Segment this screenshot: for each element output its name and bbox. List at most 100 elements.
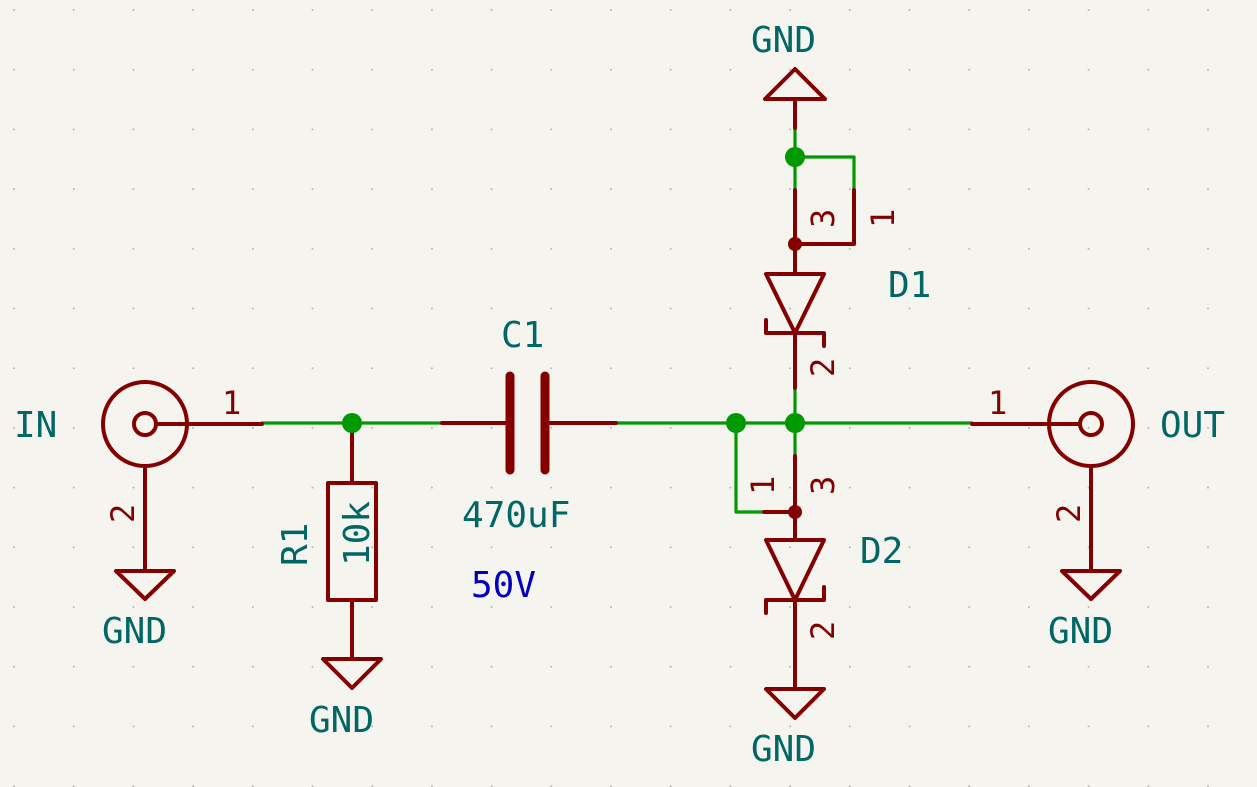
grid-dot (72, 9, 75, 11)
grid-dot (132, 665, 135, 668)
grid-dot (908, 188, 911, 191)
grid-dot (13, 725, 15, 728)
grid-dot (789, 128, 792, 131)
grid-dot (311, 725, 314, 728)
grid-dot (550, 665, 553, 668)
grid-dot (1087, 606, 1090, 608)
grid-dot (1087, 725, 1090, 728)
grid-dot (430, 247, 433, 250)
grid-dot (490, 606, 493, 608)
grid-dot (669, 9, 672, 11)
grid-dot (1207, 725, 1209, 728)
grid-dot (1027, 68, 1030, 71)
grid-dot (311, 128, 314, 131)
grid-dot (550, 9, 553, 11)
grid-dot (1147, 546, 1150, 549)
grid-dot (1147, 725, 1150, 728)
grid-dot (968, 188, 971, 191)
grid-dot (311, 665, 314, 668)
grid-dot (490, 546, 493, 549)
grid-dot (192, 546, 195, 549)
grid-dot (490, 9, 493, 11)
grid-dot (729, 606, 732, 608)
grid-dot (1207, 486, 1209, 489)
grid-dot (729, 367, 732, 370)
output-connector[interactable]: OUT 1 2 GND (970, 380, 1225, 652)
grid-dot (72, 307, 75, 310)
grid-dot (550, 247, 553, 250)
input-connector[interactable]: IN 1 2 GND (14, 380, 264, 652)
background-grid (13, 9, 1209, 787)
grid-dot (371, 188, 374, 191)
grid-dot (848, 307, 851, 310)
grid-dot (371, 9, 374, 11)
grid-dot (490, 307, 493, 310)
grid-dot (311, 68, 314, 71)
grid-dot (13, 68, 15, 71)
grid-dot (251, 68, 254, 71)
grid-dot (430, 188, 433, 191)
grid-dot (908, 606, 911, 608)
grid-dot (550, 725, 553, 728)
grid-dot (908, 665, 911, 668)
d1-triangle (764, 272, 826, 335)
c1-voltage-note: 50V (471, 565, 536, 606)
grid-dot (192, 9, 195, 11)
grid-dot (251, 546, 254, 549)
grid-dot (789, 606, 792, 608)
grid-dot (72, 486, 75, 489)
grid-dot (72, 665, 75, 668)
grid-dot (789, 68, 792, 71)
grid-dot (610, 68, 612, 71)
grid-dot (968, 725, 971, 728)
grid-dot (729, 307, 732, 310)
grid-dot (132, 307, 135, 310)
grid-dot (789, 9, 792, 11)
grid-dot (669, 68, 672, 71)
grid-dot (729, 546, 732, 549)
grid-dot (311, 546, 314, 549)
grid-dot (1087, 188, 1090, 191)
grid-dot (729, 128, 732, 131)
grid-dot (789, 188, 792, 191)
grid-dot (908, 247, 911, 250)
grid-dot (968, 68, 971, 71)
grid-dot (550, 307, 553, 310)
grid-dot (13, 307, 15, 310)
diode-d2[interactable]: 1 3 2 D2 GND (744, 454, 903, 770)
grid-dot (1147, 9, 1150, 11)
grid-dot (1087, 665, 1090, 668)
gnd-label-out: GND (1048, 611, 1113, 652)
grid-dot (13, 367, 15, 370)
grid-dot (430, 606, 433, 608)
grid-dot (610, 9, 612, 11)
grid-dot (1087, 247, 1090, 250)
grid-dot (132, 247, 135, 250)
grid-dot (848, 9, 851, 11)
wire-d2-pin1[interactable] (734, 421, 766, 514)
grid-dot (371, 606, 374, 608)
gnd-symbol-d1 (763, 67, 827, 101)
grid-dot (192, 606, 195, 608)
grid-dot (848, 665, 851, 668)
pin-number-in-2: 2 (104, 504, 142, 523)
grid-dot (490, 128, 493, 131)
grid-dot (1087, 68, 1090, 71)
grid-dot (192, 307, 195, 310)
grid-dot (1207, 9, 1209, 11)
d2-ref: D2 (860, 531, 903, 572)
grid-dot (968, 486, 971, 489)
grid-dot (251, 188, 254, 191)
diode-d1[interactable]: 3 1 2 D1 GND (751, 20, 931, 390)
d2-triangle (764, 538, 826, 602)
d1-ref: D1 (888, 265, 931, 306)
pin-junction-d1 (788, 237, 802, 251)
d1-pin1-lead (793, 188, 856, 246)
wire-d1-pin1[interactable] (793, 155, 856, 192)
grid-dot (669, 247, 672, 250)
grid-dot (1027, 486, 1030, 489)
resistor-r1[interactable]: R1 10k GND (275, 421, 383, 741)
grid-dot (1207, 188, 1209, 191)
capacitor-c1[interactable]: C1 470uF 50V (440, 315, 618, 606)
grid-dot (430, 725, 433, 728)
